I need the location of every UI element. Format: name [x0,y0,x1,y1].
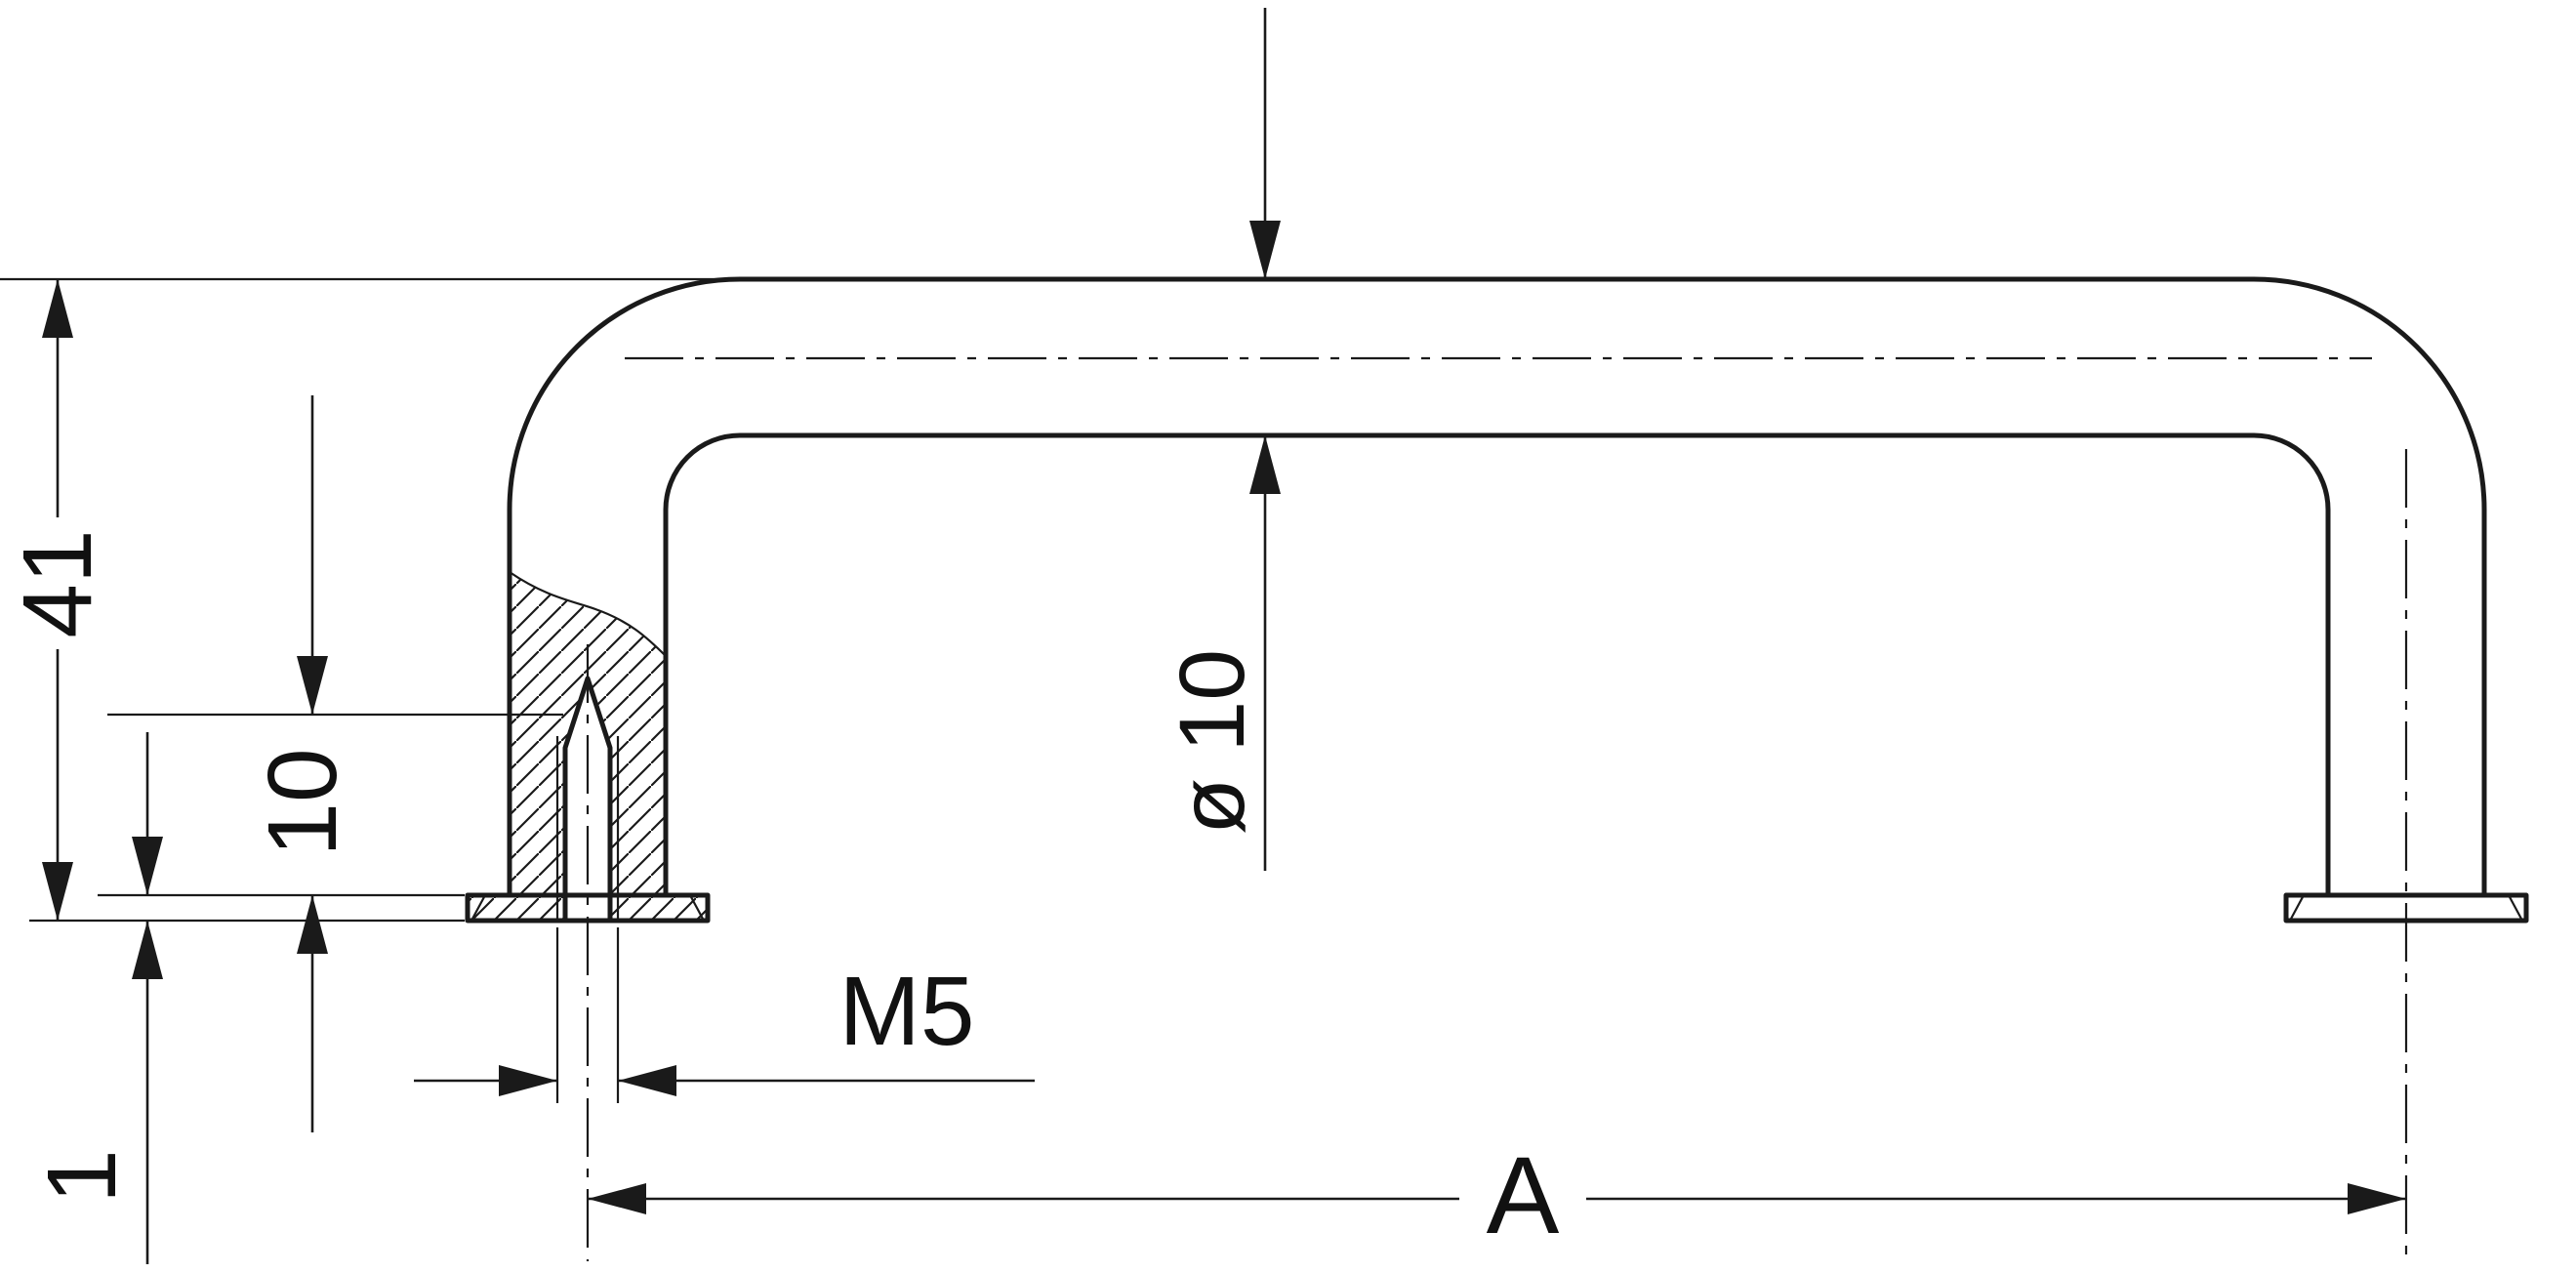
break-line [509,571,667,657]
centerlines [586,356,2408,1261]
section-hatching [468,571,708,921]
dimension-base-thickness: 1 [27,732,163,1264]
arrow-down-icon [297,656,328,715]
arrow-right-icon [2348,1183,2406,1214]
arrow-right-icon [499,1065,557,1096]
handle-inner-edge [663,432,2331,895]
dimension-thread-spec: M5 [414,957,1035,1096]
handle-outline [507,276,2487,895]
arrow-up-icon [297,895,328,954]
dimension-label-10: 10 [248,748,357,856]
dimension-overall-height: 41 [3,279,112,921]
dimension-label-41: 41 [3,529,112,637]
arrow-down-icon [42,862,73,921]
extension-lines [0,277,740,1103]
arrow-down-icon [132,837,163,895]
arrow-up-icon [132,921,163,979]
dimension-thread-depth: 10 [248,395,357,1132]
arrow-left-icon [618,1065,676,1096]
dimension-label-m5: M5 [839,957,975,1066]
dimension-label-a: A [1487,1134,1560,1256]
dimension-label-diameter: ø 10 [1161,649,1264,835]
arrow-up-icon [42,279,73,338]
arrow-left-icon [588,1183,646,1214]
arrow-down-icon [1249,221,1281,279]
arrow-up-icon [1249,435,1281,494]
dimension-tube-diameter: ø 10 [1161,8,1281,871]
handle-outer-edge [507,276,2487,895]
dimension-length-a: A [588,1134,2406,1256]
dimension-label-1: 1 [27,1149,137,1204]
